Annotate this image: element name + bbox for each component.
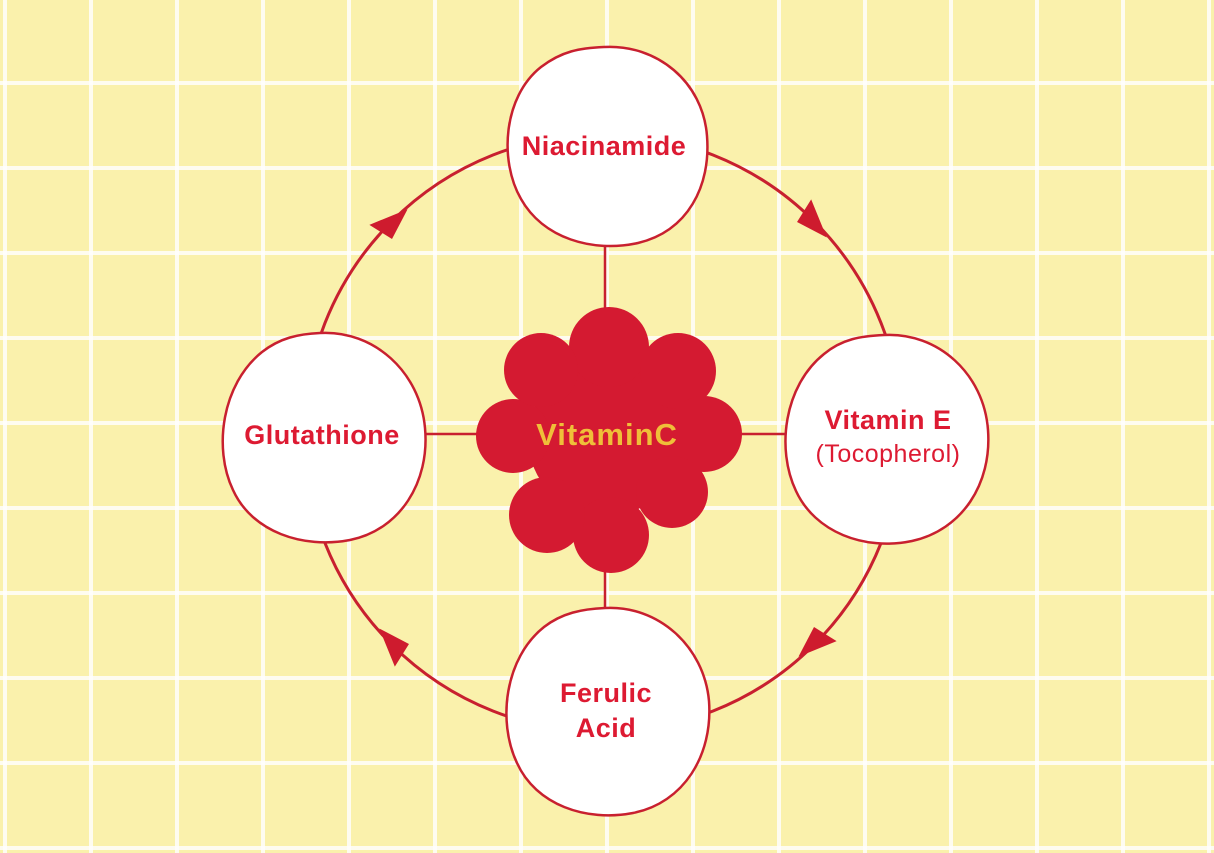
node-blob-glutathione [221,331,427,544]
center-label-vitamin-c: VitaminC [536,417,678,452]
clockwise-arrow-icon [798,627,837,657]
node-blob-niacinamide [506,45,709,248]
node-label-niacinamide: Niacinamide [522,131,687,161]
node-label-acid: Acid [576,713,637,743]
node-blob-vitamin-e [784,333,990,545]
node-sublabel-tocopherol: (Tocopherol) [816,440,961,468]
node-blob-ferulic-acid [505,606,711,817]
node-label-glutathione: Glutathione [244,420,400,450]
node-label-ferulic: Ferulic [560,678,652,708]
clockwise-arrow-icon [369,209,408,239]
vitamin-c-splat [476,307,742,573]
clockwise-arrow-icon [797,199,827,238]
clockwise-arrow-icon [379,628,409,667]
flow-arrows [369,199,837,667]
connector-lines [424,242,786,612]
node-label-vitamin-e: Vitamin E [824,405,951,435]
